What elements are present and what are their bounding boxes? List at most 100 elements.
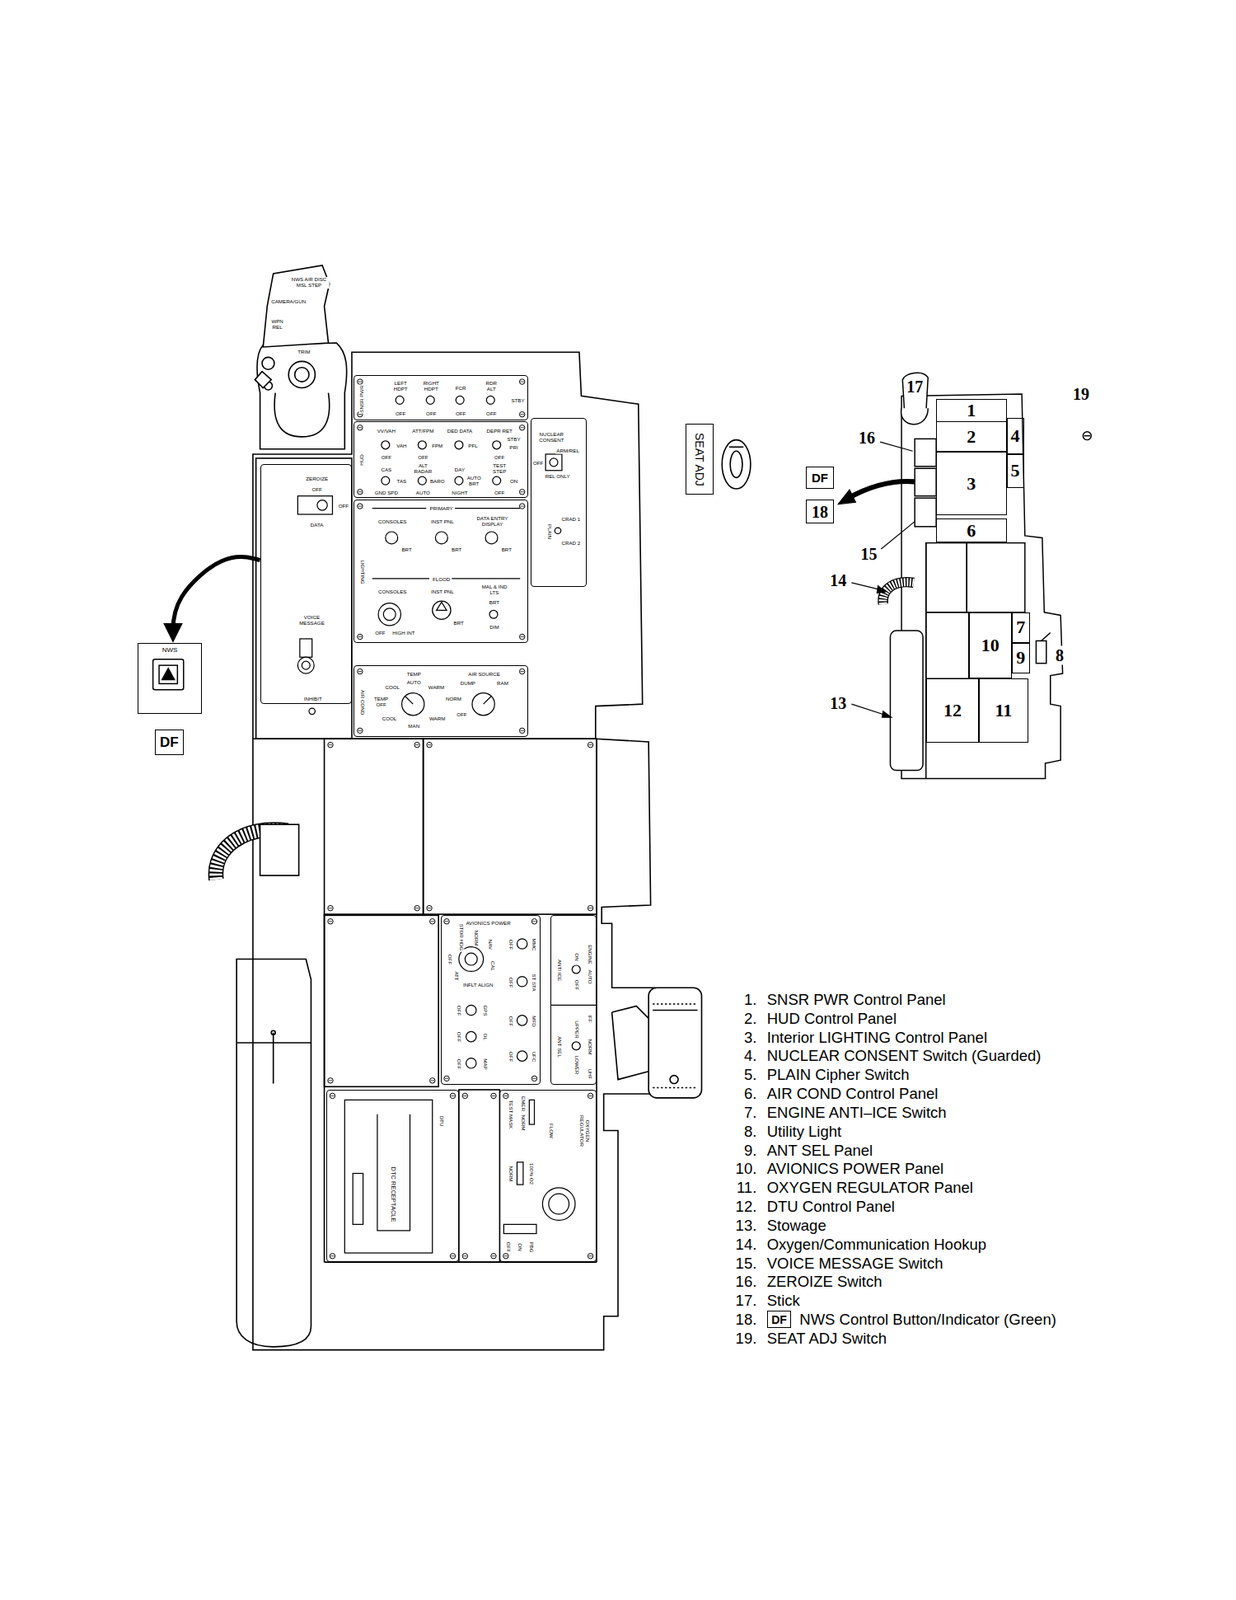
panel-controls: [417, 440, 427, 450]
panel-label: OFF: [493, 454, 506, 461]
panel-controls: [435, 531, 448, 544]
panel-label: OFF: [416, 454, 429, 461]
panel-screw: [414, 904, 420, 910]
panel-screw: [519, 381, 524, 383]
panel-screw: [357, 489, 363, 495]
panel-controls: [381, 440, 390, 450]
panel-screw: [357, 633, 363, 639]
console-schematic: [901, 393, 1063, 779]
console-schematic: [1082, 431, 1091, 441]
panel-label: BARO: [429, 477, 446, 484]
location-arrow: [838, 489, 856, 504]
panel-label: PRIMARY: [429, 505, 455, 512]
dtu-panel: DTUDTC RECEPTACLE: [326, 1089, 459, 1262]
box-label: DF: [159, 735, 179, 750]
panel-screw: [519, 379, 525, 384]
panel-controls: [466, 1058, 477, 1068]
key-number: 5.: [744, 1066, 757, 1084]
callout-number: 8: [1053, 645, 1066, 665]
panel-screw: [426, 741, 432, 747]
panel-label: PBG: [528, 1240, 534, 1254]
key-text: OXYGEN REGULATOR Panel: [767, 1179, 974, 1197]
panel-screw: [357, 633, 363, 639]
panel-label: GPS: [482, 1004, 488, 1017]
panel-label: PLAIN: [546, 523, 553, 540]
panel-screw: [357, 668, 363, 674]
nws-button: [159, 664, 178, 684]
panel-label: MAL & IND LTS: [477, 584, 511, 596]
panel-screw: [519, 668, 525, 674]
box-label: DF: [811, 471, 829, 484]
panel-label: STBY: [505, 436, 521, 443]
seat-adj-box: SEAT ADJ: [685, 423, 715, 496]
panel-controls: [383, 608, 396, 621]
panel-controls: [571, 1041, 581, 1050]
panel-label: AIR COND: [360, 688, 366, 716]
panel-screw: [519, 633, 525, 639]
key-number: 3.: [744, 1028, 757, 1046]
panel-screw: [444, 1075, 450, 1081]
panel-label: OFF: [446, 953, 453, 965]
panel-label: OXYGEN REGULATOR: [578, 1109, 590, 1153]
panel-screw: [358, 413, 362, 415]
utility-light: [648, 987, 702, 1098]
location-arrow: [838, 481, 915, 505]
panel-screw: [519, 636, 524, 637]
panel-label: INST PNL: [430, 519, 455, 525]
panel-screw: [519, 503, 525, 509]
console-outline: [252, 351, 656, 1349]
panel-controls: [432, 600, 451, 619]
panel-label: DATA: [309, 522, 325, 529]
box-label: 7: [1015, 618, 1026, 637]
panel-screw: [491, 1095, 496, 1096]
key-number: 13.: [735, 1216, 758, 1234]
utility-light: [652, 1086, 698, 1089]
panel-screw: [358, 381, 362, 383]
panel-label: CRAD 1: [560, 515, 581, 522]
zeroize-panel: ZEROIZEOFFOFFDATAVOICE MESSAGEINHIBIT: [260, 463, 352, 704]
panel-screw: [329, 1092, 335, 1098]
panel-screw: [444, 918, 450, 924]
panel-label: TAS: [396, 477, 408, 484]
console-schematic: [889, 372, 1091, 778]
panel-screw: [519, 727, 525, 733]
panel-screw: [449, 1253, 455, 1259]
panel-label: OFF: [455, 1057, 462, 1069]
panel-label: TEST STEP: [489, 463, 510, 475]
box-label: DF: [771, 1313, 787, 1325]
panel-controls: [417, 476, 427, 485]
panel-label: HUD: [359, 453, 366, 466]
panel-screw: [415, 744, 419, 745]
panel-screw: [519, 670, 524, 672]
control-stick: [254, 371, 272, 389]
panel-screw: [430, 920, 435, 922]
panel-controls: [464, 952, 478, 965]
panel-label: UHF: [587, 1067, 594, 1081]
nws-button: [162, 668, 175, 680]
panel-screw: [357, 503, 363, 509]
panel-label: TEMP OFF: [373, 697, 389, 709]
key-text: DTU Control Panel: [767, 1197, 895, 1215]
panel-label: AUTO BRT: [464, 475, 483, 487]
panel-controls: [454, 476, 464, 485]
panel-label: CAL: [489, 959, 496, 972]
stowage-bag: [236, 959, 311, 1347]
panel-label: INST PNL: [430, 588, 455, 595]
panel-label: COOL: [381, 716, 398, 722]
leader-line: [851, 441, 915, 717]
panel-controls: [378, 603, 401, 626]
key-text: SNSR PWR Control Panel: [767, 990, 946, 1008]
panel-screw: [426, 904, 432, 910]
box-label: 18: [811, 503, 829, 520]
key-text: SEAT ADJ Switch: [767, 1329, 887, 1347]
panel-label: AIR SOURCE: [467, 670, 501, 677]
panel-screw: [463, 1095, 467, 1096]
callout-box: 2: [936, 421, 1007, 452]
df-tag: DF: [805, 466, 835, 489]
key-text: VOICE MESSAGE Switch: [767, 1254, 944, 1272]
panel-screw: [532, 1077, 536, 1079]
panel-label: GND SPD: [374, 489, 399, 496]
panel-screw: [327, 1077, 333, 1083]
